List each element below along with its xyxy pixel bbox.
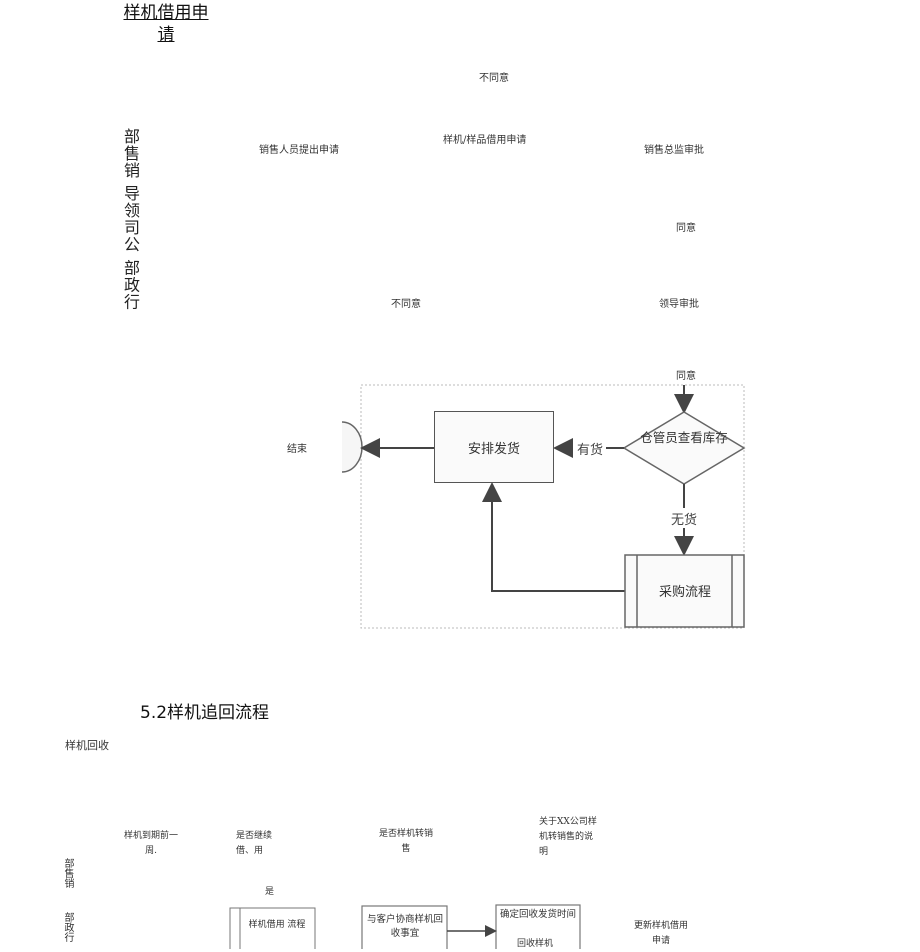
lane-admin-dept: 部政行 bbox=[62, 912, 73, 942]
borrow-flow-label: 样机借用 流程 bbox=[248, 920, 306, 930]
label-to-sale-question: 是否样机转销售 bbox=[378, 829, 433, 854]
page-title: 样机借用申请 bbox=[123, 3, 209, 45]
check-stock-diamond bbox=[622, 411, 746, 485]
section-heading: 5.2样机追回流程 bbox=[140, 703, 270, 723]
label-reject-2: 不同意 bbox=[391, 299, 421, 310]
label-borrow-application: 样机/样品借用申请 bbox=[443, 135, 527, 146]
swimlane-labels: 部售销 导领司公 部政行 bbox=[121, 128, 140, 311]
end-terminator-shape bbox=[341, 421, 363, 473]
label-continue-question: 是否继续借、用 bbox=[236, 831, 273, 856]
label-leader-approve: 领导审批 bbox=[659, 299, 699, 310]
ship-arrange-box: 安排发货 bbox=[434, 411, 554, 483]
label-conversion-doc: 关于XX公司样机转销售的说明 bbox=[539, 817, 597, 857]
purchase-flow-label: 采购流程 bbox=[658, 585, 711, 600]
label-no-stock: 无货 bbox=[671, 513, 698, 528]
label-yes: 是 bbox=[265, 887, 275, 897]
negotiate-label: 与客户协商样机回收事宜 bbox=[366, 914, 443, 939]
negotiate-box-shape bbox=[361, 905, 448, 949]
label-sales-person-apply: 销售人员提出申请 bbox=[259, 145, 339, 156]
check-stock-label: 仓管员查看库存 bbox=[640, 430, 728, 445]
update-application-label: 更新样机借用申请 bbox=[633, 921, 688, 946]
lane-sales-dept: 部售销 bbox=[62, 858, 73, 888]
arrow-purchase-to-ship bbox=[482, 482, 625, 592]
label-agree-1: 同意 bbox=[676, 223, 696, 234]
confirm-time-label: 确定回收发货时间 bbox=[500, 909, 577, 920]
confirm-box-shape bbox=[495, 904, 581, 949]
label-before-due: 样机到期前一周. bbox=[123, 831, 178, 856]
purchase-box-shape bbox=[624, 554, 745, 628]
label-sample-recovery: 样机回收 bbox=[65, 739, 109, 752]
label-agree-2: 同意 bbox=[676, 371, 696, 382]
label-has-stock: 有货 bbox=[577, 439, 604, 458]
label-end: 结束 bbox=[287, 444, 307, 455]
label-sales-director-approve: 销售总监审批 bbox=[644, 145, 704, 156]
label-reject-1: 不同意 bbox=[479, 73, 509, 84]
recover-sample-label: 回收样机 bbox=[517, 939, 554, 949]
borrow-flow-box-shape bbox=[229, 907, 316, 949]
diagram-boundary bbox=[360, 384, 745, 629]
